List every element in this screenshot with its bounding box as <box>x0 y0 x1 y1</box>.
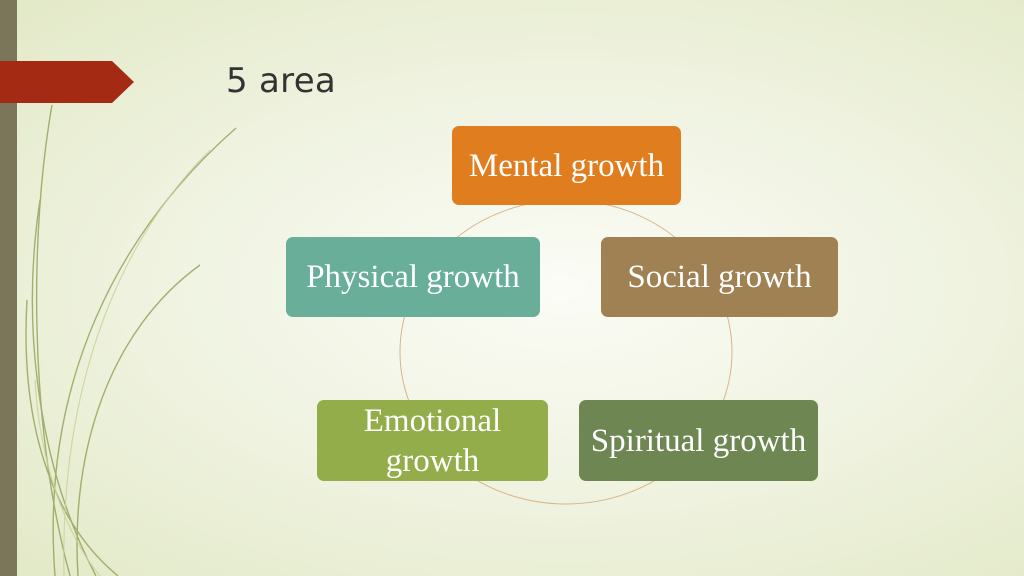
slide-title: 5 area <box>226 61 337 101</box>
node-emotional-growth: Emotional growth <box>317 400 548 481</box>
node-spiritual-growth: Spiritual growth <box>579 400 818 481</box>
node-physical-growth: Physical growth <box>286 237 540 317</box>
node-mental-growth-label: Mental growth <box>468 147 665 184</box>
title-arrow-marker <box>0 61 134 103</box>
node-physical-growth-label: Physical growth <box>306 259 520 295</box>
node-mental-growth: Mental growth <box>452 126 681 205</box>
left-accent-bar <box>0 0 17 576</box>
node-emotional-growth-label: Emotional growth <box>363 402 502 479</box>
node-social-growth: Social growth <box>601 237 838 317</box>
node-social-growth-label: Social growth <box>627 259 812 295</box>
node-spiritual-growth-label: Spiritual growth <box>590 422 807 459</box>
